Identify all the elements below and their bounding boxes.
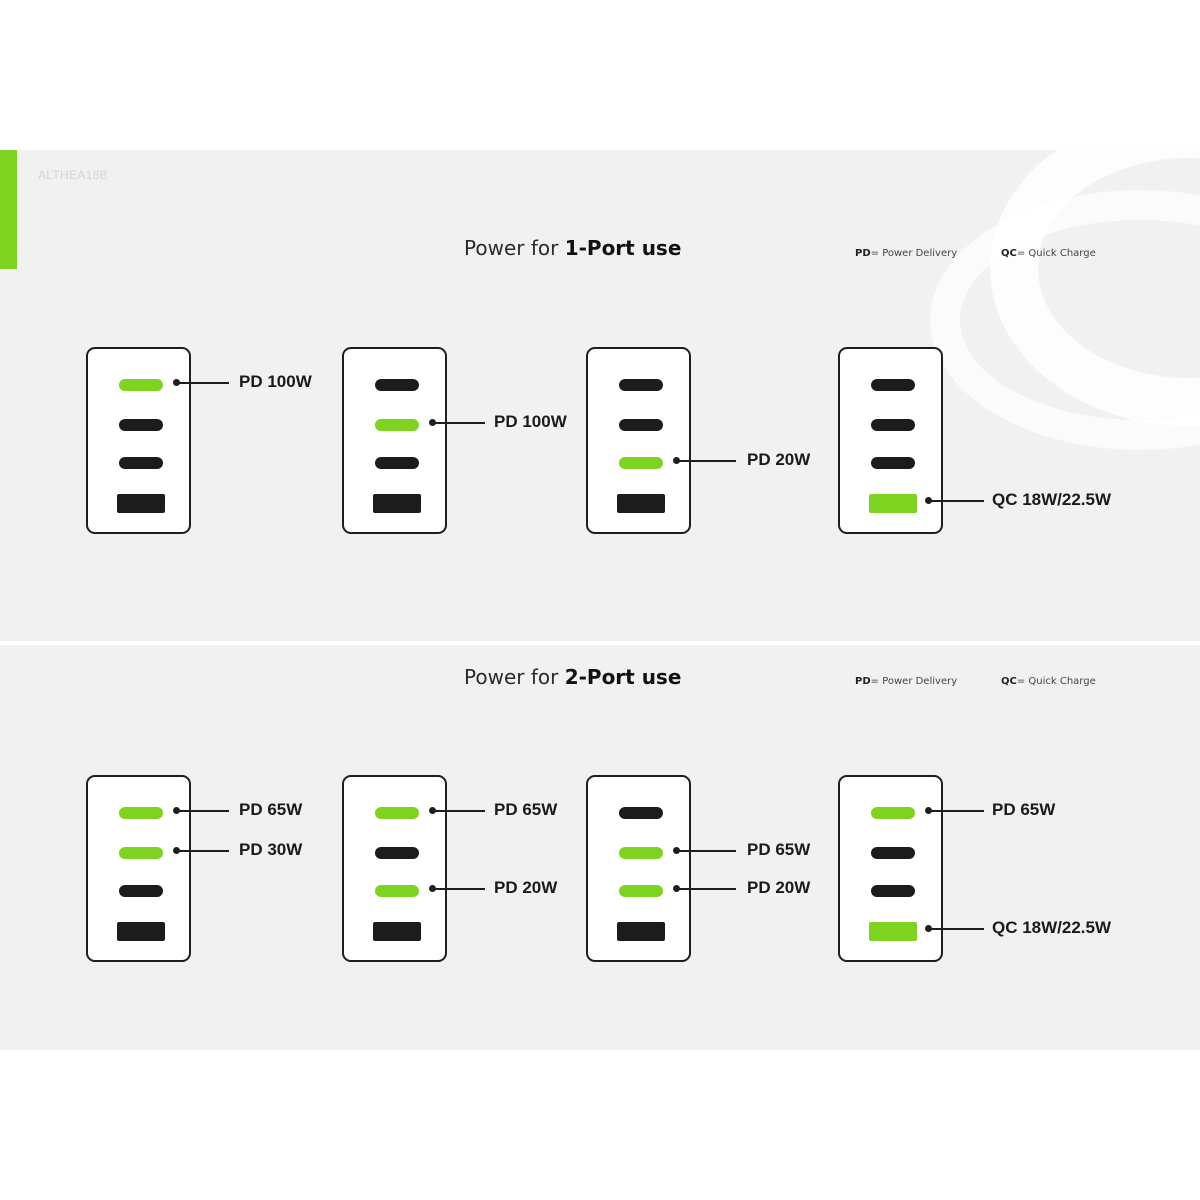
usb-c-port [871, 419, 915, 431]
usb-c-port [375, 885, 419, 897]
callout-line [925, 807, 984, 814]
usb-c-port [119, 847, 163, 859]
usb-a-port [117, 493, 165, 513]
legend-pd-abbr: PD [855, 248, 871, 259]
port-power-label: PD 100W [239, 372, 312, 391]
usb-c-port [375, 847, 419, 859]
usb-c-port [119, 419, 163, 431]
port-power-label: PD 100W [494, 412, 567, 431]
port-power-label: PD 20W [747, 878, 811, 897]
usb-c-port [119, 807, 163, 819]
usb-c-port [375, 457, 419, 469]
usb-a-port [373, 921, 421, 941]
callout-line [173, 379, 229, 386]
port-power-label: PD 30W [239, 840, 303, 859]
port-power-label: PD 65W [239, 800, 303, 819]
usb-c-port [619, 807, 663, 819]
legend-pd-text: = Power Delivery [870, 676, 958, 687]
usb-c-port [119, 885, 163, 897]
product-code: ALTHEA18B [38, 168, 108, 182]
usb-a-port [617, 493, 665, 513]
usb-c-port [871, 379, 915, 391]
legend-quick-charge: QC= Quick Charge [1001, 676, 1096, 687]
port-power-label: PD 20W [494, 878, 558, 897]
legend-pd-text: = Power Delivery [870, 248, 958, 259]
callout-line [173, 847, 229, 854]
usb-c-port [119, 457, 163, 469]
legend-qc-abbr: QC [1001, 676, 1017, 687]
callout-line [673, 847, 736, 854]
legend-pd-abbr: PD [855, 676, 871, 687]
section-title-bold: 2-Port use [564, 665, 682, 689]
usb-a-port [869, 493, 917, 513]
usb-c-port [619, 457, 663, 469]
callout-line [925, 925, 984, 932]
legend-qc-text: = Quick Charge [1016, 248, 1096, 259]
charger-body [838, 347, 943, 534]
legend-qc-abbr: QC [1001, 248, 1017, 259]
port-power-label: QC 18W/22.5W [992, 918, 1112, 937]
accent-bar [0, 150, 17, 269]
usb-a-port [869, 921, 917, 941]
section-title-prefix: Power for [464, 236, 565, 260]
callout-line [429, 885, 485, 892]
port-power-label: PD 65W [992, 800, 1056, 819]
charger-body [586, 347, 691, 534]
usb-c-port [871, 807, 915, 819]
usb-a-port [373, 493, 421, 513]
section-title-bold: 1-Port use [564, 236, 682, 260]
one-port-section [0, 150, 1200, 641]
callout-line [925, 497, 984, 504]
usb-a-port [117, 921, 165, 941]
legend-qc-text: = Quick Charge [1016, 676, 1096, 687]
legend-power-delivery: PD= Power Delivery [855, 676, 957, 687]
charger-body [838, 775, 943, 962]
usb-c-port [871, 457, 915, 469]
usb-c-port [871, 847, 915, 859]
legend-quick-charge: QC= Quick Charge [1001, 248, 1096, 259]
usb-c-port [619, 847, 663, 859]
port-power-label: QC 18W/22.5W [992, 490, 1112, 509]
legend-power-delivery: PD= Power Delivery [855, 248, 957, 259]
callout-line [429, 807, 485, 814]
usb-c-port [119, 379, 163, 391]
usb-a-port [617, 921, 665, 941]
usb-c-port [375, 419, 419, 431]
section-title: Power for 2-Port use [464, 665, 864, 689]
callout-line [673, 457, 736, 464]
port-power-label: PD 65W [494, 800, 558, 819]
brand-swirl-decoration [930, 190, 1200, 450]
charger-body [342, 347, 447, 534]
section-title: Power for 1-Port use [464, 236, 864, 260]
charger-body [86, 775, 191, 962]
usb-c-port [375, 379, 419, 391]
usb-c-port [619, 419, 663, 431]
section-title-prefix: Power for [464, 665, 565, 689]
usb-c-port [619, 379, 663, 391]
charger-body [342, 775, 447, 962]
usb-c-port [375, 807, 419, 819]
callout-line [429, 419, 485, 426]
usb-c-port [619, 885, 663, 897]
usb-c-port [871, 885, 915, 897]
charger-body [86, 347, 191, 534]
port-power-label: PD 20W [747, 450, 811, 469]
callout-line [173, 807, 229, 814]
charger-body [586, 775, 691, 962]
port-power-label: PD 65W [747, 840, 811, 859]
callout-line [673, 885, 736, 892]
